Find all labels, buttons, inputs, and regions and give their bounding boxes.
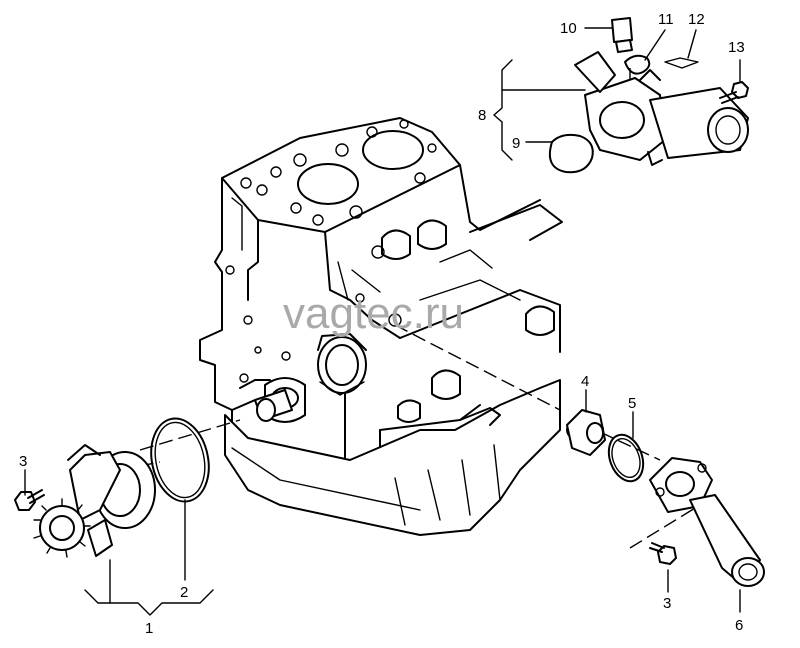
clip-11 (624, 54, 651, 75)
callout-11: 11 (658, 11, 674, 28)
coolant-pipe (649, 457, 765, 587)
gasket-9 (548, 133, 594, 174)
callout-12: 12 (688, 11, 705, 28)
bolt-3-left (14, 489, 45, 511)
callout-6: 6 (735, 617, 743, 634)
engine-block (199, 117, 563, 536)
callout-13: 13 (728, 39, 745, 56)
o-ring-2 (150, 417, 210, 503)
temperature-sensor (611, 17, 633, 53)
water-pump (33, 444, 156, 558)
leader-lines (24, 27, 741, 616)
bolt-13 (719, 81, 749, 104)
callout-10: 10 (560, 20, 577, 37)
watermark: vagtec.ru (283, 289, 464, 338)
callout-1: 1 (145, 620, 153, 637)
seal-12 (664, 57, 699, 69)
callout-5: 5 (628, 395, 636, 412)
callout-labels: 1 2 3 3 4 5 6 8 9 10 11 12 13 (19, 11, 745, 637)
coolant-flange (574, 51, 749, 166)
callout-8: 8 (478, 107, 486, 124)
callout-3-left: 3 (19, 453, 27, 470)
callout-4: 4 (581, 373, 589, 390)
callout-2: 2 (180, 584, 188, 601)
o-ring-5 (607, 433, 645, 483)
callout-9: 9 (512, 135, 520, 152)
bolt-3-right (649, 542, 677, 565)
callout-3-right: 3 (663, 595, 671, 612)
thermostat (566, 409, 606, 456)
